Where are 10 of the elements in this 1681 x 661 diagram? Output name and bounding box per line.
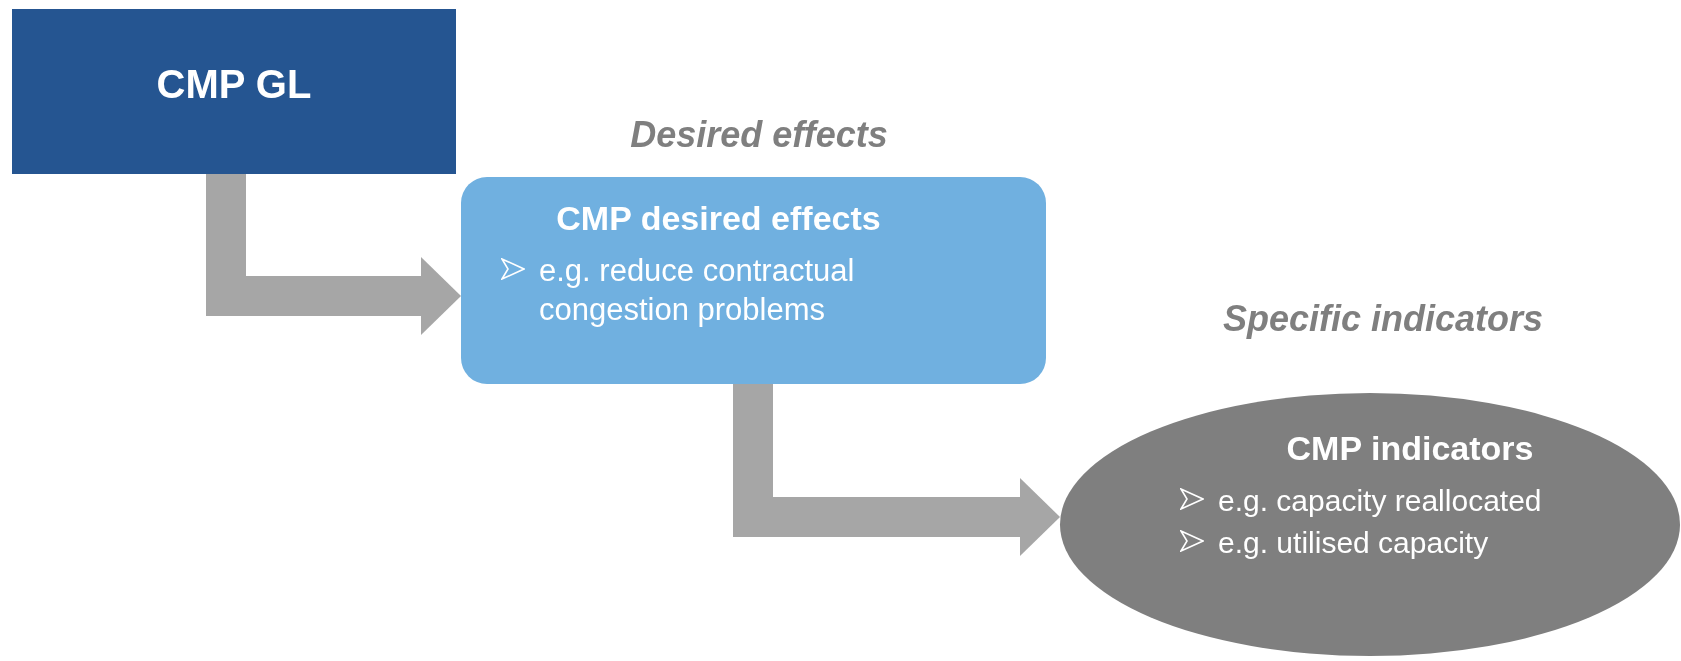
node-heading: CMP indicators — [1285, 429, 1535, 468]
rounded-box — [461, 177, 1046, 384]
bullet-text: e.g. utilised capacity — [1218, 524, 1489, 561]
bullet-text: e.g. reduce contractual congestion problems — [539, 252, 856, 329]
section-heading: Specific indicators — [1221, 298, 1545, 340]
title-box — [12, 9, 456, 174]
bullet-text: e.g. capacity reallocated — [1218, 483, 1542, 519]
node-heading: CMP desired effects — [555, 199, 882, 238]
section-heading: Desired effects — [629, 114, 889, 156]
node-heading: CMP GL — [155, 62, 313, 107]
